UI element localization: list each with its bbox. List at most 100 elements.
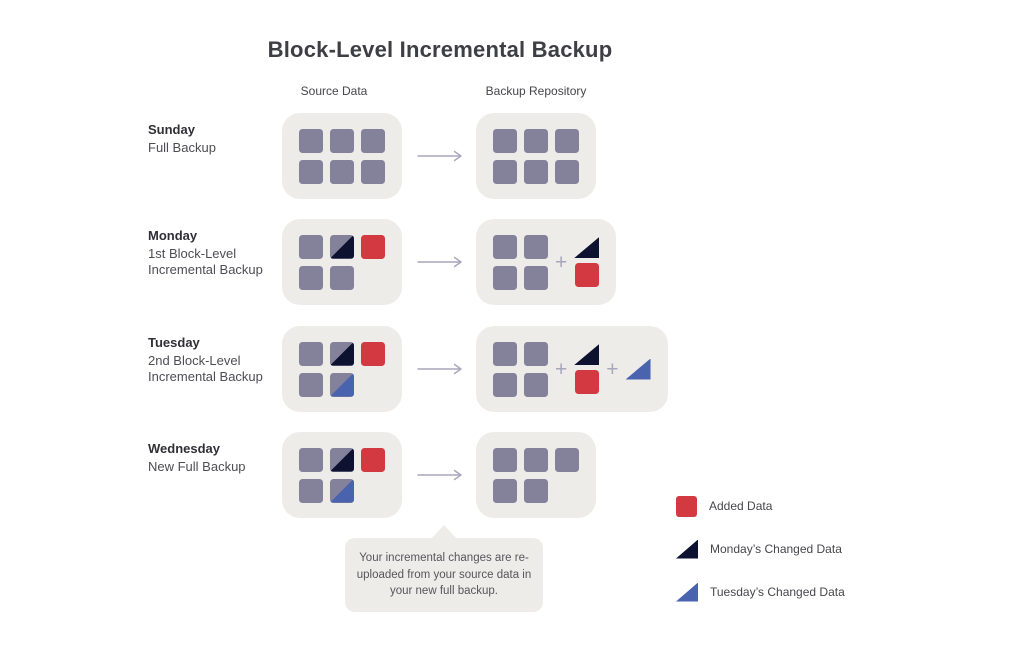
legend-item: Added Data (676, 495, 845, 517)
unchanged-data-block (493, 372, 517, 397)
monday-changed-data-icon (676, 539, 698, 559)
repository-block-grid (493, 234, 548, 290)
monday-changed-data-block (330, 234, 354, 259)
day-description: New Full Backup (148, 459, 246, 474)
unchanged-data-block (299, 341, 323, 366)
blue-triangle-icon (330, 478, 354, 503)
added-data-block (574, 263, 599, 287)
unchanged-data-block (524, 447, 548, 472)
unchanged-data-block (299, 478, 323, 503)
source-data-container (282, 113, 402, 199)
backup-row-tuesday: Tuesday 2nd Block-Level Incremental Backu… (148, 326, 788, 412)
source-data-container (282, 432, 402, 518)
monday-changed-data-triangle (574, 237, 600, 258)
navy-triangle-icon (330, 447, 354, 472)
unchanged-data-block (555, 128, 579, 153)
blue-triangle-icon (330, 372, 354, 397)
plus-icon: + (606, 357, 619, 381)
incremental-change-stack (574, 237, 600, 287)
legend-label: Added Data (709, 499, 773, 513)
repository-block-grid (493, 128, 579, 184)
day-name: Sunday (148, 122, 195, 137)
unchanged-data-block (361, 128, 385, 153)
monday-changed-data-triangle (574, 344, 600, 365)
navy-triangle-icon (330, 234, 354, 259)
unchanged-data-block (493, 447, 517, 472)
backup-repository-container: + (476, 219, 617, 305)
unchanged-data-block (493, 234, 517, 259)
legend-item: Monday’s Changed Data (676, 538, 845, 560)
plus-icon: + (555, 357, 568, 381)
legend-label: Tuesday’s Changed Data (710, 585, 845, 599)
added-data-icon (676, 495, 697, 517)
unchanged-data-block (524, 234, 548, 259)
legend-label: Monday’s Changed Data (710, 542, 842, 556)
legend-item: Tuesday’s Changed Data (676, 581, 845, 603)
navy-triangle-icon (330, 341, 354, 366)
unchanged-data-block (330, 265, 354, 290)
backup-row-monday: Monday 1st Block-Level Incremental Backup… (148, 219, 788, 305)
arrow-right-icon (417, 150, 463, 162)
unchanged-data-block (330, 159, 354, 184)
monday-changed-data-block (330, 447, 354, 472)
arrow-right-icon (417, 256, 463, 268)
unchanged-data-block (299, 447, 323, 472)
day-description: 2nd Block-Level Incremental Backup (148, 353, 263, 384)
row-label-monday: Monday 1st Block-Level Incremental Backup (148, 228, 280, 278)
unchanged-data-block (524, 478, 548, 503)
added-data-block (361, 447, 385, 472)
unchanged-data-block (524, 341, 548, 366)
arrow (410, 326, 470, 412)
backup-repository-container: ++ (476, 326, 668, 412)
source-data-container (282, 219, 402, 305)
arrow (410, 113, 470, 199)
row-label-tuesday: Tuesday 2nd Block-Level Incremental Backu… (148, 335, 280, 385)
incremental-change-stack (574, 344, 600, 394)
repository-block-grid (493, 447, 579, 503)
unchanged-data-block (524, 159, 548, 184)
source-block-grid (299, 341, 385, 397)
unchanged-data-block (299, 159, 323, 184)
monday-changed-data-block (330, 341, 354, 366)
page-title: Block-Level Incremental Backup (267, 37, 613, 62)
repository-block-grid (493, 341, 548, 397)
tuesday-changed-data-block (330, 372, 354, 397)
added-data-block (361, 234, 385, 259)
unchanged-data-block (493, 478, 517, 503)
day-name: Tuesday (148, 335, 200, 350)
unchanged-data-block (493, 159, 517, 184)
tuesday-changed-data-triangle (625, 358, 651, 380)
unchanged-data-block (524, 128, 548, 153)
added-data-block (574, 370, 599, 394)
backup-repository-container (476, 113, 596, 199)
added-data-block (361, 341, 385, 366)
unchanged-data-block (555, 159, 579, 184)
backup-repository-column-header: Backup Repository (485, 84, 587, 98)
unchanged-data-block (493, 128, 517, 153)
day-description: Full Backup (148, 140, 216, 155)
unchanged-data-block (330, 128, 354, 153)
arrow (410, 219, 470, 305)
unchanged-data-block (493, 265, 517, 290)
source-block-grid (299, 234, 385, 290)
day-name: Monday (148, 228, 198, 243)
arrow (410, 432, 470, 518)
callout-text: Your incremental changes are re-uploaded… (356, 552, 532, 598)
plus-icon: + (555, 250, 568, 274)
day-description: 1st Block-Level Incremental Backup (148, 246, 263, 277)
unchanged-data-block (361, 159, 385, 184)
unchanged-data-block (493, 341, 517, 366)
unchanged-data-block (299, 372, 323, 397)
unchanged-data-block (299, 265, 323, 290)
unchanged-data-block (555, 447, 579, 472)
unchanged-data-block (524, 265, 548, 290)
source-block-grid (299, 128, 385, 184)
tuesday-changed-data-icon (676, 582, 698, 602)
